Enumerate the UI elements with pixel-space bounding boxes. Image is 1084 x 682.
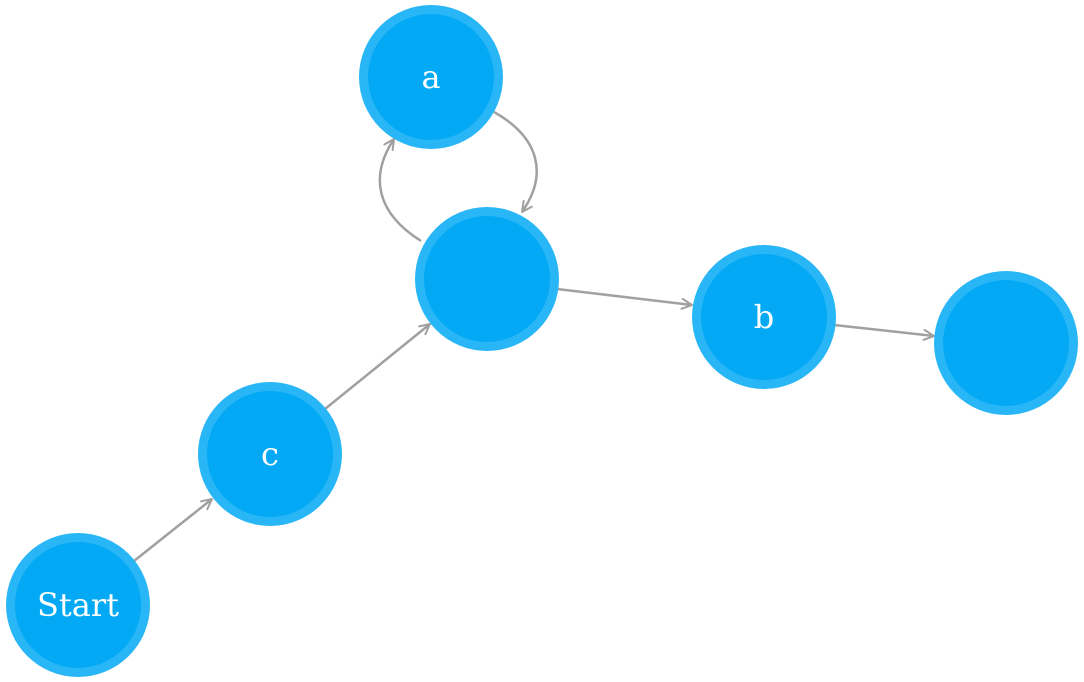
state-node-a-label: a — [421, 58, 440, 96]
state-node-hub — [415, 207, 559, 351]
state-node-c-label: c — [261, 435, 279, 473]
edge-b-to-end — [833, 323, 935, 341]
state-node-c: c — [198, 382, 342, 526]
state-node-a: a — [359, 5, 503, 149]
edge-start-to-c — [133, 498, 213, 562]
edge-hub-to-a — [378, 138, 422, 243]
edge-c-to-hub — [324, 323, 431, 410]
state-node-start-label: Start — [37, 586, 119, 624]
state-node-b: b — [692, 245, 836, 389]
state-node-start: Start — [6, 533, 150, 677]
state-node-end — [934, 271, 1078, 415]
edge-a-to-hub — [493, 110, 538, 213]
state-node-b-label: b — [754, 298, 774, 336]
edge-hub-to-b — [556, 287, 693, 310]
